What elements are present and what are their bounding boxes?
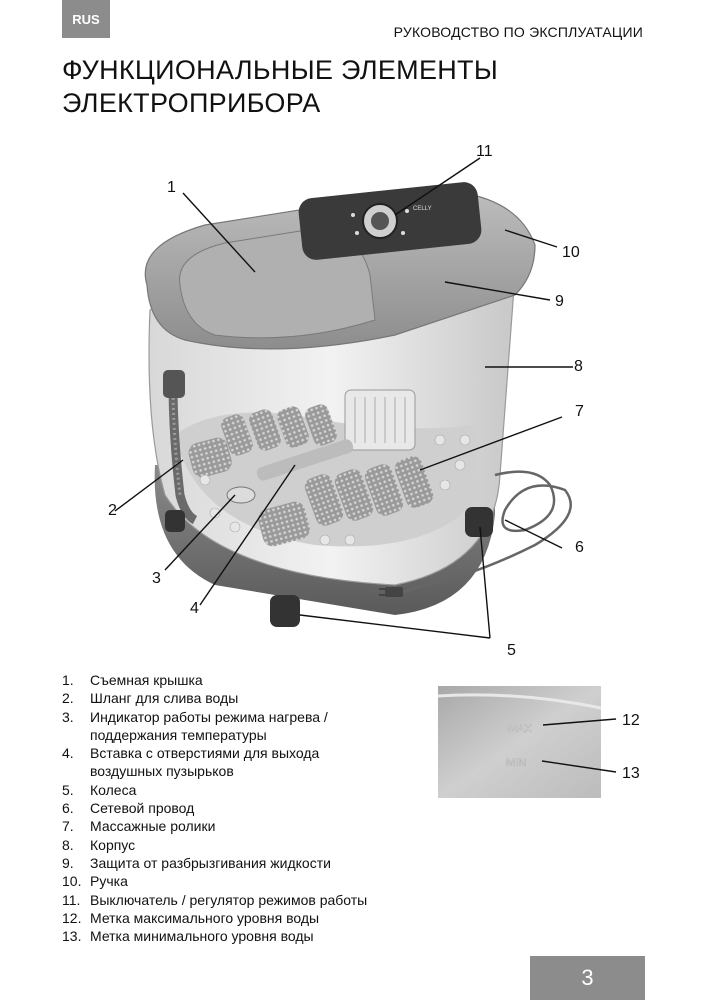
panel-logo: CELLY	[413, 206, 432, 212]
legend-item: 11.Выключатель / регулятор режимов работ…	[62, 891, 368, 908]
legend-item: 7.Массажные ролики	[62, 818, 216, 835]
legend-item: 3.Индикатор работы режима нагрева / подд…	[62, 708, 328, 743]
legend-item: 13.Метка минимального уровня воды	[62, 928, 314, 945]
callout-13: 13	[622, 765, 640, 782]
water-level-inset: MAX MIN	[438, 686, 617, 798]
power-cord	[399, 470, 572, 595]
legend-item: 8.Корпус	[62, 836, 136, 853]
manual-header-title: РУКОВОДСТВО ПО ЭКСПЛУАТАЦИИ	[393, 24, 643, 40]
legend-item: 2.Шланг для слива воды	[62, 690, 239, 707]
legend-item: 6.Сетевой провод	[62, 800, 195, 817]
callout-6: 6	[575, 539, 584, 556]
callout-8: 8	[574, 358, 583, 375]
callout-3: 3	[152, 570, 161, 587]
foot-spa-illustration: CELLY	[114, 157, 573, 639]
legend-item: 4.Вставка с отверстиями для выхода возду…	[62, 745, 320, 780]
massage-rollers-front	[304, 456, 434, 526]
legend-item: 5.Колеса	[62, 781, 137, 798]
callout-1: 1	[167, 179, 176, 196]
legend-item: 9.Защита от разбрызгивания жидкости	[62, 854, 331, 871]
callout-2: 2	[108, 502, 117, 519]
page-title: ФУНКЦИОНАЛЬНЫЕ ЭЛЕМЕНТЫ ЭЛЕКТРОПРИБОРА	[62, 54, 498, 120]
language-tab: RUS	[62, 0, 110, 38]
bubble-insert	[256, 439, 354, 481]
foot-pad-front	[258, 501, 310, 547]
heating-indicator	[226, 486, 256, 504]
page-title-line-2: ЭЛЕКТРОПРИБОРА	[62, 88, 321, 118]
legend-item: 1.Съемная крышка	[62, 672, 203, 688]
callout-5: 5	[507, 642, 516, 659]
callout-9: 9	[555, 293, 564, 310]
callout-7: 7	[575, 403, 584, 420]
legend-item: 12.Метка максимального уровня воды	[62, 909, 320, 926]
min-mark-label: MIN	[506, 757, 526, 769]
foot-pad-left	[188, 437, 232, 478]
max-mark-label: MAX	[508, 723, 533, 735]
callout-11: 11	[476, 143, 493, 160]
page-title-line-1: ФУНКЦИОНАЛЬНЫЕ ЭЛЕМЕНТЫ	[62, 55, 499, 85]
legend-item: 10.Ручка	[62, 873, 128, 890]
heater-block	[344, 389, 416, 451]
callout-12: 12	[622, 712, 640, 729]
callout-10: 10	[562, 244, 580, 261]
leader-lines	[114, 157, 573, 639]
massage-rollers-back	[221, 404, 337, 456]
page-number: 3	[530, 956, 645, 1000]
wheels	[165, 507, 493, 627]
callout-4: 4	[190, 600, 199, 617]
parts-legend: 1.Съемная крышка 2.Шланг для слива воды …	[62, 671, 410, 945]
